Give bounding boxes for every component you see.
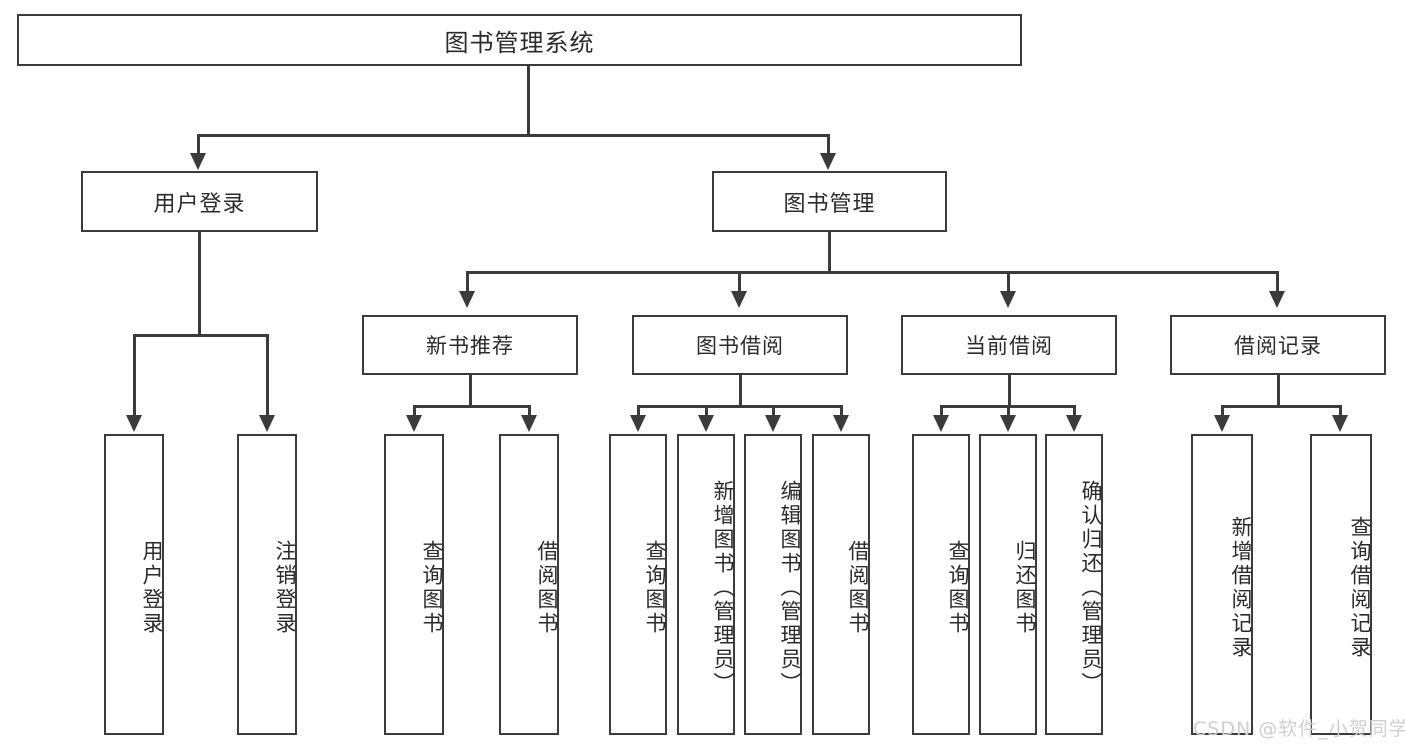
arrow-bookmgmt-to-lvl3-4	[1269, 291, 1285, 308]
leaf-currentborrow-confirm-return-admin[interactable]: 确认归还（管理员）	[1045, 434, 1103, 735]
arrow-userlogin-to-leaf1	[126, 415, 142, 432]
node-book-management-label: 图书管理	[783, 191, 876, 217]
leaf-newbook-query-books[interactable]: 查询图书	[384, 434, 444, 735]
node-user-login[interactable]: 用户登录	[81, 171, 318, 232]
leaf-newbook-borrow-books-label: 借阅图书	[535, 539, 559, 636]
leaf-bookborrow-edit-book-admin-label: 编辑图书（管理员）	[778, 479, 802, 696]
leaf-logout-label: 注销登录	[273, 539, 297, 636]
arrow-root-to-userlogin	[190, 153, 206, 170]
node-current-borrow[interactable]: 当前借阅	[901, 315, 1117, 375]
arrow-borrowrecords-to-leaf1	[1214, 415, 1230, 432]
leaf-newbook-borrow-books[interactable]: 借阅图书	[499, 434, 559, 735]
connector-userlogin-to-leaf2	[266, 334, 269, 418]
connector-root-stem	[527, 66, 530, 136]
leaf-currentborrow-return-books-label: 归还图书	[1013, 539, 1037, 636]
leaf-records-query-borrow-record-label: 查询借阅记录	[1348, 515, 1372, 660]
connector-bookborrow-to-leaf3	[772, 405, 775, 417]
node-new-book-recommend-label: 新书推荐	[426, 334, 514, 358]
connector-root-to-userlogin	[197, 134, 200, 156]
node-borrow-records-label: 借阅记录	[1234, 334, 1322, 358]
connector-bookmgmt-to-lvl3-2	[738, 271, 741, 293]
node-borrow-records[interactable]: 借阅记录	[1170, 315, 1386, 375]
arrow-root-to-bookmgmt	[820, 153, 836, 170]
arrow-bookborrow-to-leaf2	[698, 415, 714, 432]
leaf-currentborrow-query-books[interactable]: 查询图书	[912, 434, 970, 735]
arrow-newbook-to-leaf1	[406, 415, 422, 432]
arrow-bookborrow-to-leaf1	[630, 415, 646, 432]
connector-newbook-to-leaf2	[528, 405, 531, 417]
connector-userlogin-bar	[133, 334, 268, 337]
connector-newbook-to-leaf1	[413, 405, 416, 417]
arrow-newbook-to-leaf2	[521, 415, 537, 432]
arrow-bookmgmt-to-lvl3-3	[1000, 291, 1016, 308]
connector-root-bar	[197, 134, 830, 137]
leaf-bookborrow-borrow-books[interactable]: 借阅图书	[812, 434, 870, 735]
arrow-currentborrow-to-leaf3	[1066, 415, 1082, 432]
connector-borrowrecords-bar	[1221, 405, 1341, 408]
arrow-bookmgmt-to-lvl3-2	[731, 291, 747, 308]
connector-bookmgmt-to-lvl3-1	[466, 271, 469, 293]
connector-borrowrecords-to-leaf1	[1221, 405, 1224, 417]
leaf-bookborrow-query-books-label: 查询图书	[643, 539, 667, 636]
connector-bookborrow-bar	[637, 405, 842, 408]
connector-bookmgmt-to-lvl3-3	[1007, 271, 1010, 293]
connector-bookmgmt-bar	[466, 271, 1278, 274]
node-book-borrow[interactable]: 图书借阅	[632, 315, 848, 375]
connector-currentborrow-to-leaf1	[940, 405, 943, 417]
leaf-bookborrow-add-book-admin[interactable]: 新增图书（管理员）	[677, 434, 735, 735]
arrow-currentborrow-to-leaf2	[1000, 415, 1016, 432]
arrow-currentborrow-to-leaf1	[933, 415, 949, 432]
leaf-user-login-label: 用户登录	[140, 539, 164, 636]
leaf-logout[interactable]: 注销登录	[237, 434, 297, 735]
connector-bookborrow-to-leaf4	[840, 405, 843, 417]
leaf-currentborrow-query-books-label: 查询图书	[946, 539, 970, 636]
leaf-bookborrow-add-book-admin-label: 新增图书（管理员）	[711, 479, 735, 696]
connector-currentborrow-to-leaf3	[1073, 405, 1076, 417]
arrow-bookborrow-to-leaf3	[765, 415, 781, 432]
node-user-login-label: 用户登录	[153, 191, 246, 217]
connector-bookborrow-stem	[739, 375, 742, 407]
connector-bookborrow-to-leaf2	[705, 405, 708, 417]
leaf-bookborrow-borrow-books-label: 借阅图书	[846, 539, 870, 636]
leaf-records-query-borrow-record[interactable]: 查询借阅记录	[1310, 434, 1372, 735]
leaf-currentborrow-return-books[interactable]: 归还图书	[979, 434, 1037, 735]
connector-borrowrecords-stem	[1277, 375, 1280, 407]
connector-currentborrow-to-leaf2	[1007, 405, 1010, 417]
connector-userlogin-to-leaf1	[133, 334, 136, 418]
arrow-userlogin-to-leaf2	[259, 415, 275, 432]
node-book-borrow-label: 图书借阅	[696, 334, 784, 358]
connector-borrowrecords-to-leaf2	[1339, 405, 1342, 417]
connector-root-to-bookmgmt	[827, 134, 830, 156]
arrow-borrowrecords-to-leaf2	[1332, 415, 1348, 432]
leaf-records-add-borrow-record[interactable]: 新增借阅记录	[1191, 434, 1253, 735]
leaf-newbook-query-books-label: 查询图书	[420, 539, 444, 636]
connector-newbook-stem	[469, 375, 472, 407]
connector-newbook-bar	[413, 405, 530, 408]
connector-bookmgmt-to-lvl3-4	[1276, 271, 1279, 293]
connector-currentborrow-stem	[1008, 375, 1011, 407]
connector-bookmgmt-stem	[828, 232, 831, 274]
node-book-management[interactable]: 图书管理	[712, 171, 947, 232]
node-root-label: 图书管理系统	[444, 28, 595, 57]
csdn-watermark: CSDN @软件_小贺同学	[1193, 718, 1405, 740]
node-root-system[interactable]: 图书管理系统	[17, 14, 1022, 66]
arrow-bookmgmt-to-lvl3-1	[459, 291, 475, 308]
leaf-bookborrow-query-books[interactable]: 查询图书	[609, 434, 667, 735]
leaf-currentborrow-confirm-return-admin-label: 确认归还（管理员）	[1079, 479, 1103, 696]
leaf-user-login[interactable]: 用户登录	[104, 434, 164, 735]
leaf-records-add-borrow-record-label: 新增借阅记录	[1229, 515, 1253, 660]
connector-userlogin-stem	[198, 232, 201, 337]
leaf-bookborrow-edit-book-admin[interactable]: 编辑图书（管理员）	[744, 434, 802, 735]
node-new-book-recommend[interactable]: 新书推荐	[362, 315, 578, 375]
arrow-bookborrow-to-leaf4	[833, 415, 849, 432]
node-current-borrow-label: 当前借阅	[965, 334, 1053, 358]
connector-bookborrow-to-leaf1	[637, 405, 640, 417]
